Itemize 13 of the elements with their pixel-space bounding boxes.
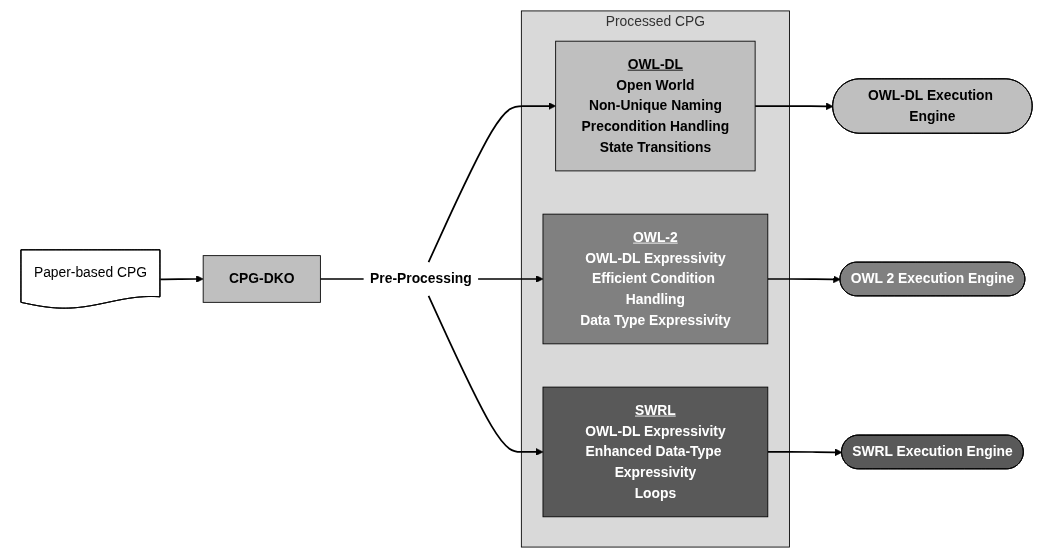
connector <box>319 277 365 280</box>
arrow <box>159 274 204 283</box>
arrow <box>754 102 834 110</box>
arrow <box>766 447 843 456</box>
node-box: SWRL OWL-DL Expressivity Enhanced Data-Type Expressivity Loops <box>542 386 769 517</box>
arrow <box>477 274 544 283</box>
node-box: CPG-DKO <box>202 254 321 303</box>
node-box: OWL-2 OWL-DL Expressivity Efficient Condition Handling Data Type Expressivity <box>542 213 769 344</box>
arrow <box>766 275 841 283</box>
arrow <box>427 101 556 263</box>
node-box: OWL-DL Open World Non-Unique Naming Precondition Handling State Transitions <box>555 40 756 171</box>
node-text: Pre-Processing <box>370 270 472 286</box>
arrow <box>427 294 544 456</box>
